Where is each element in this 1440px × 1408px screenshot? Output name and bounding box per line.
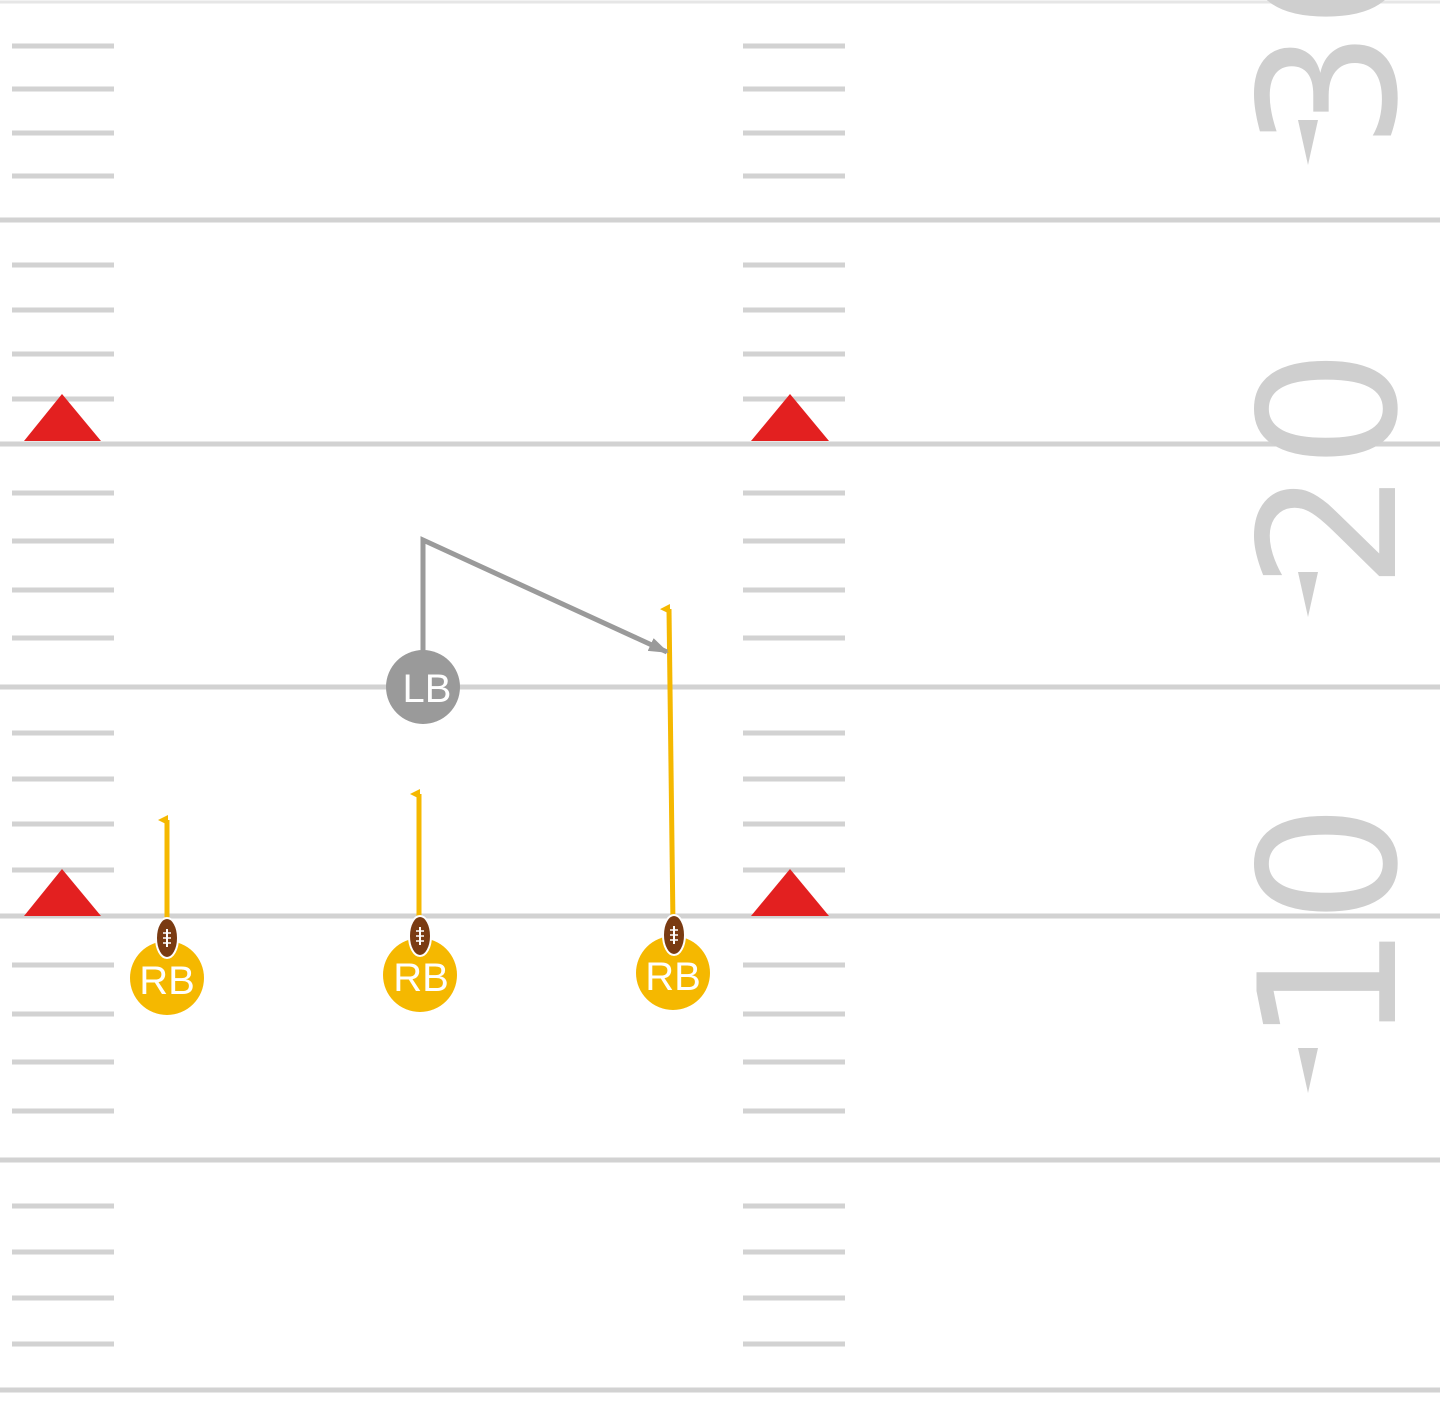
- player-rb-label: RB: [645, 955, 701, 999]
- yard-lines: [0, 217, 1440, 1393]
- player-rb-marker: [130, 941, 204, 1015]
- cone-icon: [751, 394, 829, 441]
- cone-icon: [24, 869, 101, 916]
- player-rb-right: RB: [636, 936, 710, 1010]
- route-lb: [420, 536, 669, 660]
- cone-icon: [751, 869, 829, 916]
- player-lb: LB: [386, 650, 460, 724]
- routes: [158, 536, 676, 926]
- hash-marks-right: [743, 43, 845, 1347]
- cones: [24, 394, 829, 916]
- yard-number-30: 30: [1219, 0, 1440, 150]
- football-icon: [155, 917, 179, 959]
- direction-arrow-icon: [1298, 120, 1318, 165]
- direction-arrows: [1298, 120, 1318, 1093]
- yard-number-10: 10: [1219, 803, 1440, 1045]
- direction-arrow-icon: [1298, 1048, 1318, 1093]
- direction-arrow-icon: [1298, 572, 1318, 617]
- player-rb-label: RB: [393, 956, 449, 1000]
- yard-number-text: 30: [1219, 0, 1440, 150]
- player-rb-left: RB: [130, 941, 204, 1015]
- yard-number-text: 10: [1219, 803, 1440, 1045]
- football-icon: [408, 915, 432, 957]
- route-rb-right: [660, 603, 676, 926]
- cone-icon: [24, 394, 101, 441]
- player-rb-marker: [383, 938, 457, 1012]
- player-rb-marker: [636, 936, 710, 1010]
- player-rb-middle: RB: [383, 938, 457, 1012]
- yard-number-text: 20: [1219, 348, 1440, 590]
- player-lb-label: LB: [403, 667, 452, 711]
- hash-marks-left: [12, 43, 114, 1347]
- player-rb-label: RB: [139, 959, 195, 1003]
- yard-number-20: 20: [1219, 348, 1440, 590]
- football-icon: [662, 914, 686, 956]
- player-lb-marker: [386, 650, 460, 724]
